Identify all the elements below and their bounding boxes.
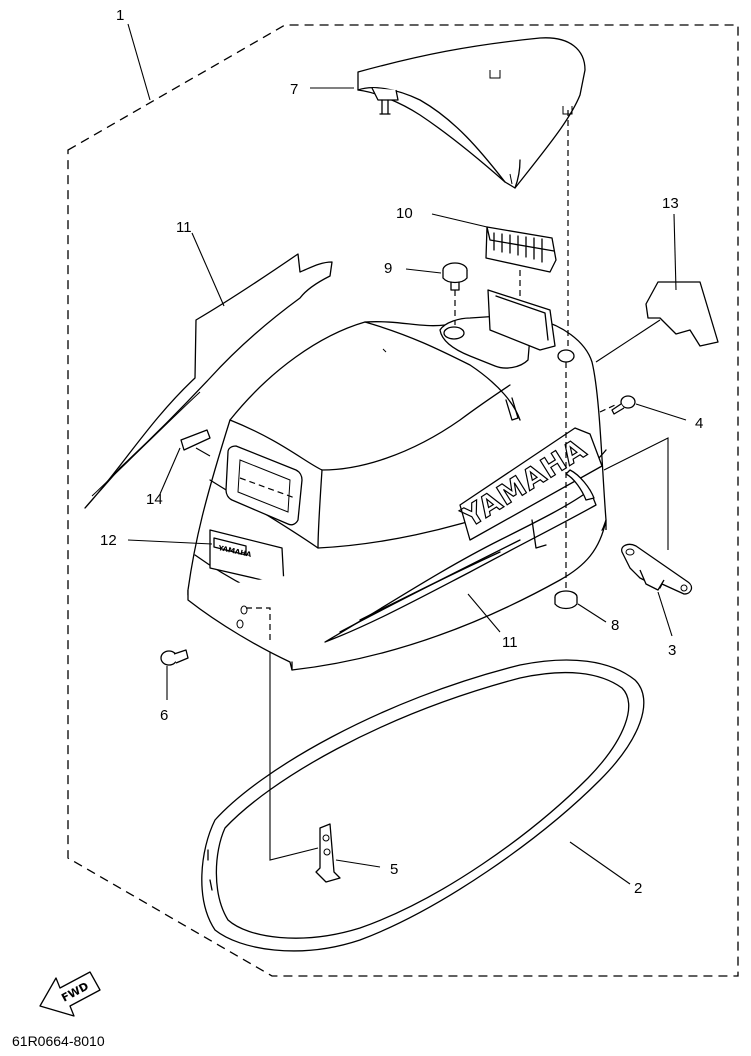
alignment-lines bbox=[195, 110, 669, 861]
part-14-label bbox=[180, 429, 211, 451]
callout-10: 10 bbox=[396, 205, 413, 222]
callout-3: 3 bbox=[668, 642, 676, 659]
part-8-bushing bbox=[554, 590, 578, 610]
callout-6: 6 bbox=[160, 707, 168, 724]
assembly-boundary bbox=[67, 24, 739, 977]
top-cowling: YAMAHA YAMAHA bbox=[187, 289, 607, 671]
part-2-seal-ring bbox=[201, 659, 645, 952]
part-13-plate bbox=[645, 281, 719, 347]
part-5-clip bbox=[315, 823, 341, 883]
callout-8: 8 bbox=[611, 617, 619, 634]
part-4-bolt bbox=[611, 395, 636, 415]
part-3-latch bbox=[621, 543, 693, 595]
part-10-seal bbox=[485, 226, 557, 273]
callout-5: 5 bbox=[390, 861, 398, 878]
callout-7: 7 bbox=[290, 81, 298, 98]
callout-1: 1 bbox=[116, 7, 124, 24]
callout-numbers: 1 7 11 10 9 13 4 14 12 8 3 11 6 5 2 bbox=[100, 7, 703, 897]
part-6-screw bbox=[160, 649, 189, 666]
part-7-top-cap bbox=[357, 37, 586, 189]
callout-11-upper: 11 bbox=[176, 219, 192, 236]
callout-leaders bbox=[127, 23, 687, 885]
callout-13: 13 bbox=[662, 195, 679, 212]
callout-2: 2 bbox=[634, 880, 642, 897]
fwd-arrow: FWD bbox=[39, 971, 101, 1017]
callout-14: 14 bbox=[146, 491, 163, 508]
callout-4: 4 bbox=[695, 415, 703, 432]
part-9-grommet bbox=[442, 262, 468, 291]
callout-11-lower: 11 bbox=[502, 634, 518, 651]
callout-12: 12 bbox=[100, 532, 117, 549]
callout-9: 9 bbox=[384, 260, 392, 277]
part-11-decal-upper bbox=[84, 253, 333, 509]
drawing-code: 61R0664-8010 bbox=[12, 1033, 105, 1049]
